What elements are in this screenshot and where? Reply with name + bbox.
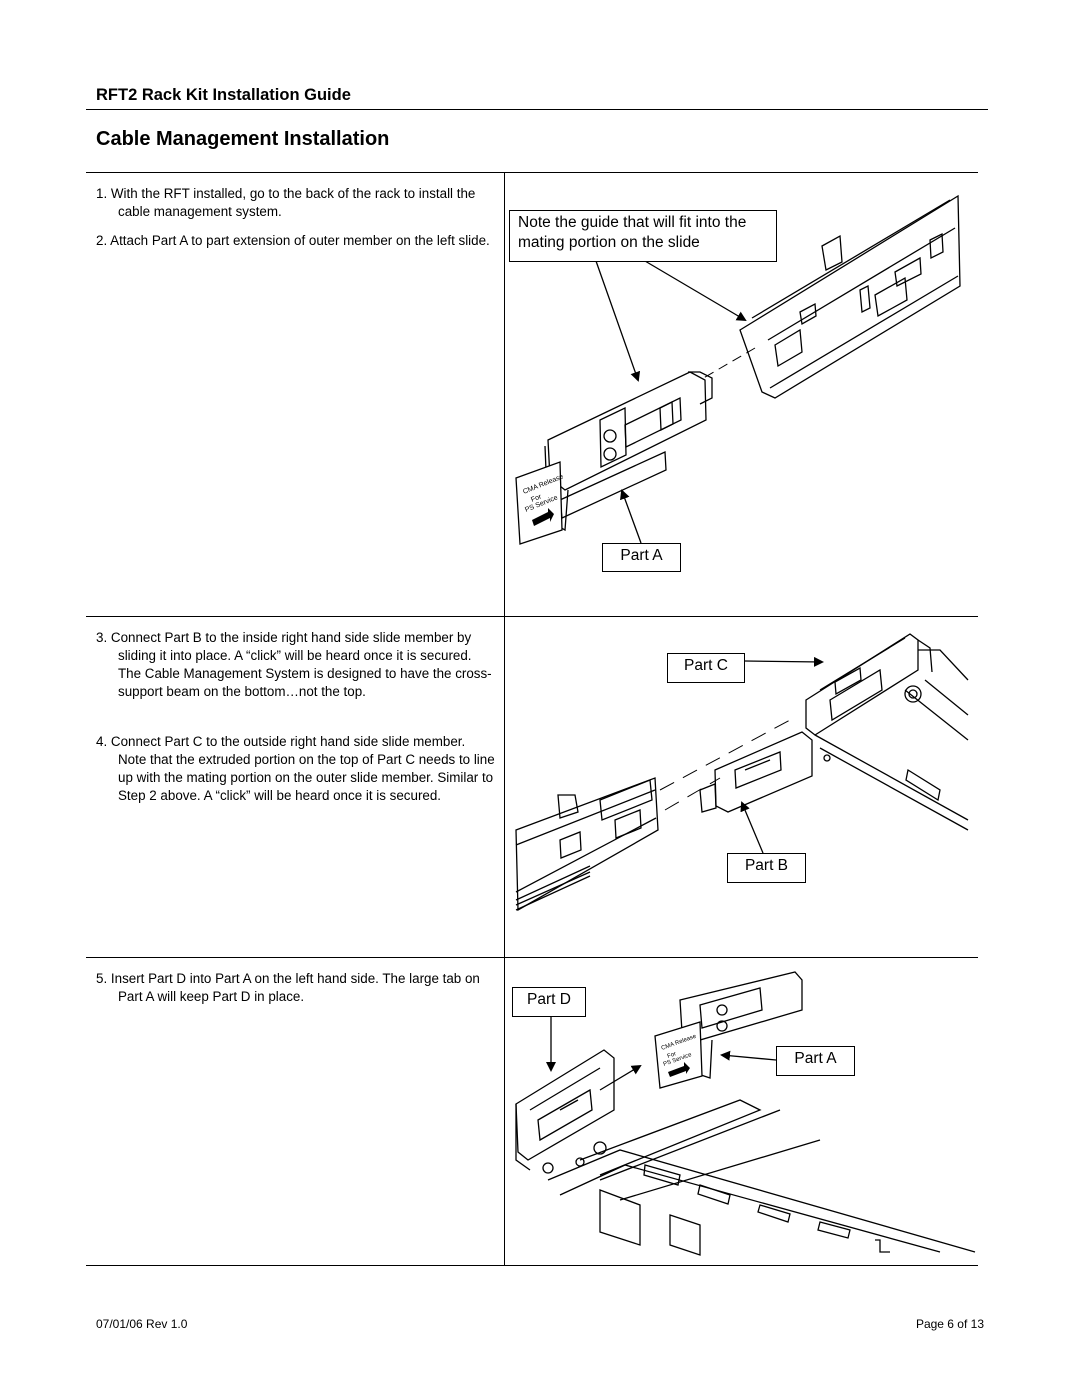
table-row-divider-1 (86, 616, 978, 617)
fig1-outer-slide-rail (739, 194, 961, 399)
fig2-part-b-bracket (699, 731, 813, 813)
svg-text:For: For (667, 1051, 678, 1060)
table-row-divider-2 (86, 957, 978, 958)
fig2-inner-slide-rail (515, 777, 659, 912)
steps-cell-2: 3. Connect Part B to the inside right ha… (96, 629, 496, 816)
fig1-part-a-label: Part A (602, 543, 681, 572)
fig2-part-b-label: Part B (727, 853, 806, 883)
step-5: 5. Insert Part D into Part A on the left… (96, 971, 480, 1004)
fig1-note-callout: Note the guide that will fit into the ma… (509, 210, 777, 262)
fig3-arrow-insert (599, 1064, 642, 1091)
fig3-cma-frame (547, 1099, 976, 1256)
step-1: 1. With the RFT installed, go to the bac… (96, 186, 476, 219)
step-4: 4. Connect Part C to the outside right h… (96, 734, 495, 803)
fig3-part-a-label: Part A (776, 1046, 855, 1076)
fig2-dash-guidelines (659, 719, 791, 811)
fig3-arrow-part-a (720, 1050, 777, 1061)
fig1-cma-release-label: CMA Release For PS Service (515, 461, 565, 545)
fig3-part-d-label: Part D (512, 987, 586, 1017)
fig2-part-c-assembly (805, 633, 969, 741)
footer-date-rev: 07/01/06 Rev 1.0 (96, 1317, 188, 1331)
fig1-arrow-part-a (620, 489, 642, 544)
steps-cell-3: 5. Insert Part D into Part A on the left… (96, 970, 496, 1017)
svg-text:For: For (530, 493, 543, 504)
footer-page-number: Page 6 of 13 (915, 1317, 984, 1331)
fig1-part-a-bracket (544, 371, 713, 532)
fig2-part-c-label: Part C (667, 653, 745, 683)
table-column-divider (504, 172, 505, 1266)
table-top-rule (86, 172, 978, 173)
fig3-part-d-piece (515, 1049, 615, 1174)
fig1-arrow-to-guide (595, 260, 641, 382)
header-rule (86, 109, 988, 110)
fig2-arrow-part-c (744, 656, 824, 667)
fig2-cross-beam (814, 734, 969, 831)
fig1-arrow-to-slide (644, 260, 747, 322)
fig1-alignment-dashline (699, 347, 756, 381)
section-title: Cable Management Installation (96, 128, 390, 150)
steps-cell-1: 1. With the RFT installed, go to the bac… (96, 185, 496, 261)
step-2: 2. Attach Part A to part extension of ou… (96, 233, 490, 248)
fig2-arrow-part-b (740, 801, 764, 854)
step-3: 3. Connect Part B to the inside right ha… (96, 630, 492, 699)
guide-title: RFT2 Rack Kit Installation Guide (96, 86, 351, 104)
table-bottom-rule (86, 1265, 978, 1266)
fig3-cma-release-label: CMA Release For PS Service (654, 1021, 703, 1089)
